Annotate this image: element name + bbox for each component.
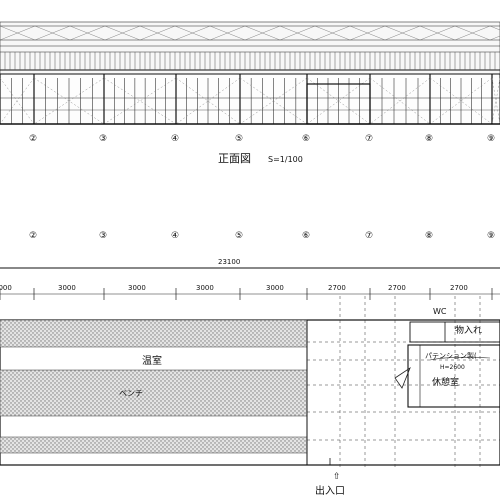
elevation-axis-label: ② (29, 134, 37, 144)
span-label: 2700 (328, 284, 346, 292)
elevation-axis-label: ⑨ (487, 134, 495, 144)
elevation-axis-label: ⑤ (235, 134, 243, 144)
plan-axis-label: ⑦ (365, 231, 373, 241)
span-label: 2700 (450, 284, 468, 292)
rest-room-box (407, 344, 500, 408)
bench-strip-1 (0, 319, 308, 348)
sketch-arrow (394, 366, 411, 389)
span-labels: 3000 3000 3000 3000 3000 2700 2700 2700 (0, 284, 468, 292)
plan-axis-label: ⑨ (487, 231, 495, 241)
plan-axis-label: ⑥ (302, 231, 310, 241)
rest-room-label: 休憩室 (432, 376, 459, 388)
elevation-axis-labels: ② ③ ④ ⑤ ⑥ ⑦ ⑧ ⑨ (29, 134, 495, 144)
bench-label: ベンチ (119, 389, 143, 398)
plan-axis-label: ② (29, 231, 37, 241)
elevation-axis-label: ⑥ (302, 134, 310, 144)
plan-axis-label: ③ (99, 231, 107, 241)
elevation-axis-label: ⑧ (425, 134, 433, 144)
bench-strip-2 (0, 369, 308, 417)
total-dimension: 23100 (218, 258, 240, 266)
note-label: パテンション製( (425, 351, 477, 360)
entrance-arrow-icon: ⇧ (333, 472, 341, 482)
span-label: 3000 (58, 284, 76, 292)
span-label: 3000 (0, 284, 12, 292)
wc-label: WC (433, 307, 447, 316)
span-label: 3000 (196, 284, 214, 292)
entrance-label: 出入口 (315, 484, 345, 497)
elevation-axis-label: ③ (99, 134, 107, 144)
plan-axis-label: ⑧ (425, 231, 433, 241)
elevation-axis-label: ④ (171, 134, 179, 144)
plan-axis-label: ④ (171, 231, 179, 241)
span-ticks (0, 288, 493, 300)
span-label: 3000 (266, 284, 284, 292)
span-label: 3000 (128, 284, 146, 292)
drawing-scale: S=1/100 (268, 155, 303, 164)
plan-axis-label: ⑤ (235, 231, 243, 241)
elevation-axis-label: ⑦ (365, 134, 373, 144)
storage-label: 物入れ (455, 324, 482, 336)
height-note: H=2600 (440, 364, 465, 371)
span-label: 2700 (388, 284, 406, 292)
drawing-title: 正面図 (218, 152, 251, 165)
greenhouse-label: 温室 (142, 354, 162, 367)
elevation-drawing (0, 21, 500, 125)
plan-axis-labels: ② ③ ④ ⑤ ⑥ ⑦ ⑧ ⑨ (29, 231, 495, 241)
storage-box (409, 321, 500, 343)
bench-strip-3 (0, 436, 308, 454)
